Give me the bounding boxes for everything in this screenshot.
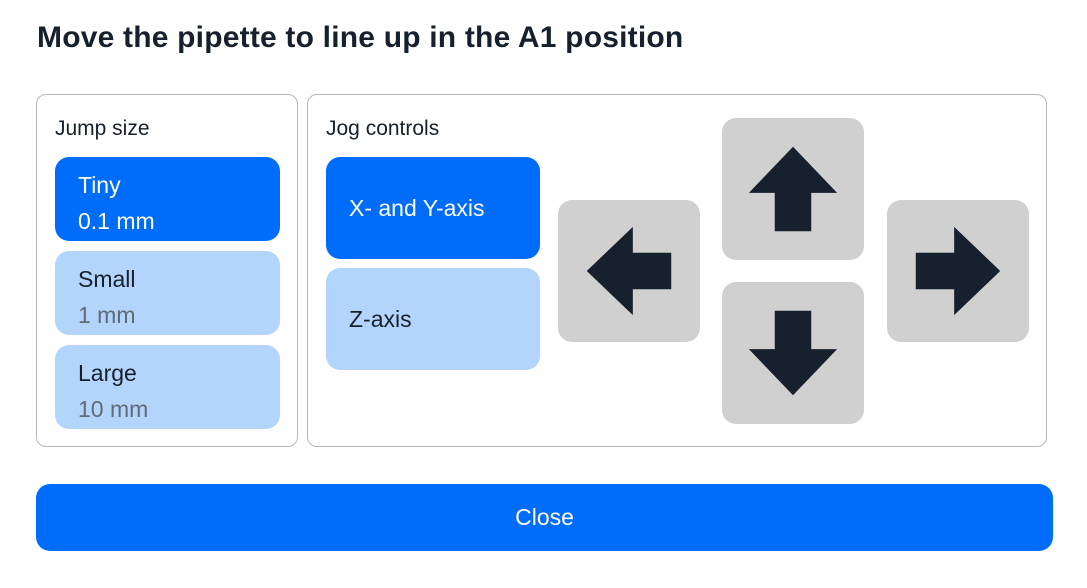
jump-size-heading: Jump size xyxy=(55,117,150,140)
arrow-left-icon xyxy=(586,226,672,316)
jump-option-value: 10 mm xyxy=(78,396,149,422)
jump-option-tiny[interactable]: Tiny 0.1 mm xyxy=(55,157,280,241)
arrow-right-icon xyxy=(915,226,1001,316)
axis-option-xy[interactable]: X- and Y-axis xyxy=(326,157,540,259)
jump-size-panel: Jump size Tiny 0.1 mm Small 1 mm Large 1… xyxy=(36,94,298,447)
jog-left-button[interactable] xyxy=(558,200,700,342)
axis-option-z[interactable]: Z-axis xyxy=(326,268,540,370)
jump-option-large[interactable]: Large 10 mm xyxy=(55,345,280,429)
modal-title: Move the pipette to line up in the A1 po… xyxy=(37,21,684,54)
jog-controls-heading: Jog controls xyxy=(326,117,440,140)
close-button[interactable]: Close xyxy=(36,484,1053,551)
jump-option-name: Large xyxy=(78,360,137,386)
arrow-up-icon xyxy=(748,146,838,232)
jump-option-name: Tiny xyxy=(78,172,121,198)
jog-controls-panel: Jog controls X- and Y-axis Z-axis xyxy=(307,94,1047,447)
jump-option-value: 1 mm xyxy=(78,302,136,328)
jog-up-button[interactable] xyxy=(722,118,864,260)
jog-down-button[interactable] xyxy=(722,282,864,424)
jump-option-small[interactable]: Small 1 mm xyxy=(55,251,280,335)
jump-option-value: 0.1 mm xyxy=(78,208,155,234)
jump-option-name: Small xyxy=(78,266,136,292)
jog-right-button[interactable] xyxy=(887,200,1029,342)
arrow-down-icon xyxy=(748,310,838,396)
